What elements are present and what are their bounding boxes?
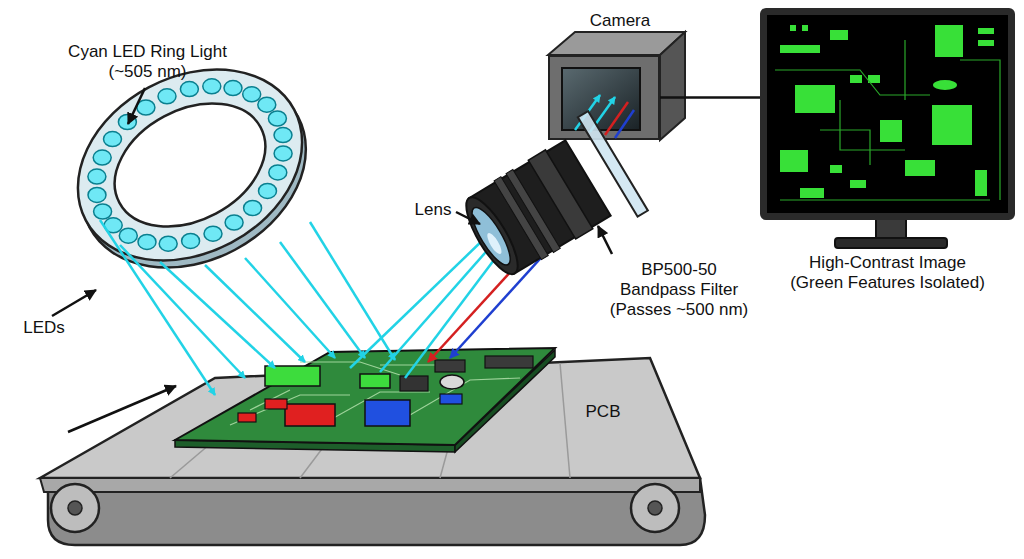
screen-image (775, 25, 1000, 200)
led (138, 234, 156, 249)
part-label: Lens (408, 200, 458, 220)
reflected-rays (350, 238, 548, 378)
ring-light (44, 32, 339, 305)
illumination-rays (100, 220, 395, 395)
monitor-stand (835, 218, 947, 248)
led (180, 82, 198, 97)
part-label: LEDs (14, 318, 74, 338)
node-label: High-Contrast Image (Green Features Isol… (785, 253, 990, 293)
lens (456, 139, 611, 283)
led (204, 226, 222, 241)
led (88, 169, 106, 184)
part-label: BP500-50 Bandpass Filter (Passes ~500 nm… (606, 260, 752, 320)
led (224, 81, 242, 96)
led (274, 146, 292, 161)
led (259, 183, 277, 198)
led (104, 132, 122, 147)
led (119, 228, 137, 243)
led (269, 165, 287, 180)
conveyor (40, 358, 705, 545)
led (203, 79, 221, 94)
pcb (175, 348, 555, 452)
leader-arrows (52, 88, 612, 316)
led (159, 236, 177, 251)
led (104, 218, 122, 233)
led (93, 150, 111, 165)
part-label: Cyan LED Ring Light (~505 nm) (60, 42, 235, 82)
led (258, 97, 276, 112)
camera-sensor (562, 68, 640, 130)
led (274, 128, 292, 143)
sensor-rays (575, 95, 634, 138)
led (88, 187, 106, 202)
led (268, 111, 286, 126)
led (244, 201, 262, 216)
led (118, 115, 136, 130)
node-label: Camera (550, 11, 690, 31)
led (243, 87, 261, 102)
led-group (88, 79, 292, 251)
led (94, 204, 112, 219)
camera-body: Camera (548, 55, 660, 140)
led (158, 89, 176, 104)
part-label: PCB (578, 402, 628, 422)
led (137, 100, 155, 115)
monitor: High-Contrast Image (Green Features Isol… (760, 8, 1015, 220)
camera-housing (548, 32, 685, 140)
bandpass-filter (578, 111, 648, 217)
led (225, 215, 243, 230)
led (182, 233, 200, 248)
connector-cable (660, 96, 760, 99)
